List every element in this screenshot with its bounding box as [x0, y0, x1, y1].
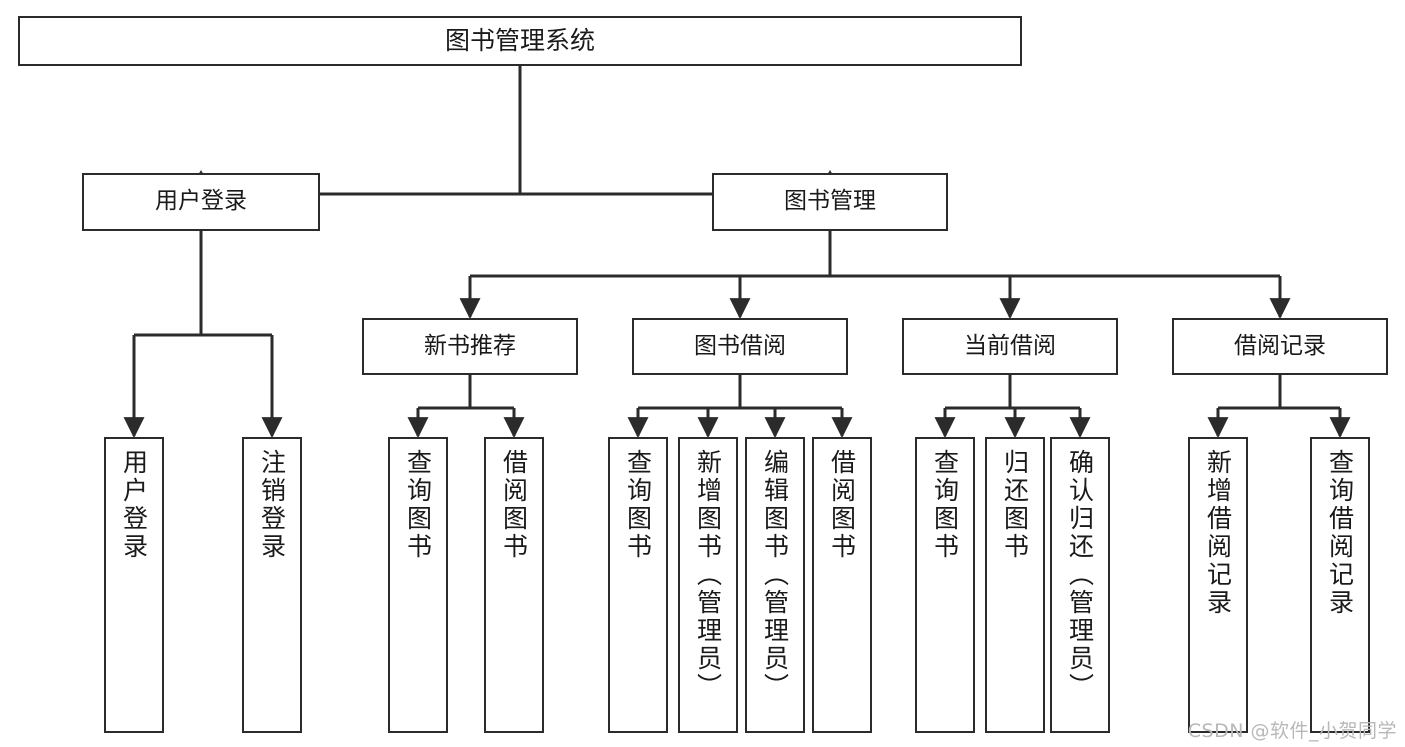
node-leaf-add-record[interactable]: 新增借阅记录	[1188, 437, 1248, 733]
node-leaf-edit-book[interactable]: 编辑图书（管理员）	[745, 437, 805, 733]
node-leaf-return-book-label: 归还图书	[1000, 449, 1030, 561]
node-leaf-borrow-book[interactable]: 借阅图书	[812, 437, 872, 733]
node-current-borrow[interactable]: 当前借阅	[902, 318, 1118, 375]
node-leaf-query-book-cur[interactable]: 查询图书	[915, 437, 975, 733]
node-user-login-label: 用户登录	[155, 188, 247, 215]
node-root[interactable]: 图书管理系统	[18, 16, 1022, 66]
node-leaf-query-book-rec[interactable]: 查询图书	[388, 437, 448, 733]
node-leaf-query-book-borrow-label: 查询图书	[623, 449, 653, 561]
node-book-borrow-label: 图书借阅	[694, 332, 786, 359]
node-borrow-record[interactable]: 借阅记录	[1172, 318, 1388, 375]
node-leaf-add-book[interactable]: 新增图书（管理员）	[678, 437, 738, 733]
node-leaf-user-login-label: 用户登录	[119, 449, 149, 561]
node-leaf-user-login[interactable]: 用户登录	[104, 437, 164, 733]
node-book-manage-label: 图书管理	[784, 188, 876, 215]
node-current-borrow-label: 当前借阅	[964, 332, 1056, 359]
node-leaf-borrow-book-label: 借阅图书	[827, 449, 857, 561]
node-book-borrow[interactable]: 图书借阅	[632, 318, 848, 375]
node-leaf-query-record-label: 查询借阅记录	[1325, 449, 1355, 617]
node-user-login[interactable]: 用户登录	[82, 173, 320, 231]
node-leaf-confirm-return[interactable]: 确认归还（管理员）	[1050, 437, 1110, 733]
node-leaf-edit-book-label: 编辑图书（管理员）	[760, 449, 790, 701]
node-borrow-record-label: 借阅记录	[1234, 332, 1326, 359]
node-leaf-query-book-rec-label: 查询图书	[403, 449, 433, 561]
node-new-book-rec-label: 新书推荐	[424, 332, 516, 359]
node-book-manage[interactable]: 图书管理	[712, 173, 948, 231]
node-leaf-confirm-return-label: 确认归还（管理员）	[1065, 449, 1095, 701]
watermark-text: CSDN @软件_小贺同学	[1187, 720, 1397, 742]
node-leaf-query-record[interactable]: 查询借阅记录	[1310, 437, 1370, 733]
node-leaf-add-book-label: 新增图书（管理员）	[693, 449, 723, 701]
node-new-book-rec[interactable]: 新书推荐	[362, 318, 578, 375]
node-leaf-borrow-book-rec[interactable]: 借阅图书	[484, 437, 544, 733]
node-leaf-borrow-book-rec-label: 借阅图书	[499, 449, 529, 561]
node-leaf-query-book-borrow[interactable]: 查询图书	[608, 437, 668, 733]
node-leaf-add-record-label: 新增借阅记录	[1203, 449, 1233, 617]
node-leaf-return-book[interactable]: 归还图书	[985, 437, 1045, 733]
node-leaf-query-book-cur-label: 查询图书	[930, 449, 960, 561]
node-leaf-user-logout-label: 注销登录	[257, 449, 287, 561]
node-leaf-user-logout[interactable]: 注销登录	[242, 437, 302, 733]
node-root-label: 图书管理系统	[444, 26, 595, 55]
